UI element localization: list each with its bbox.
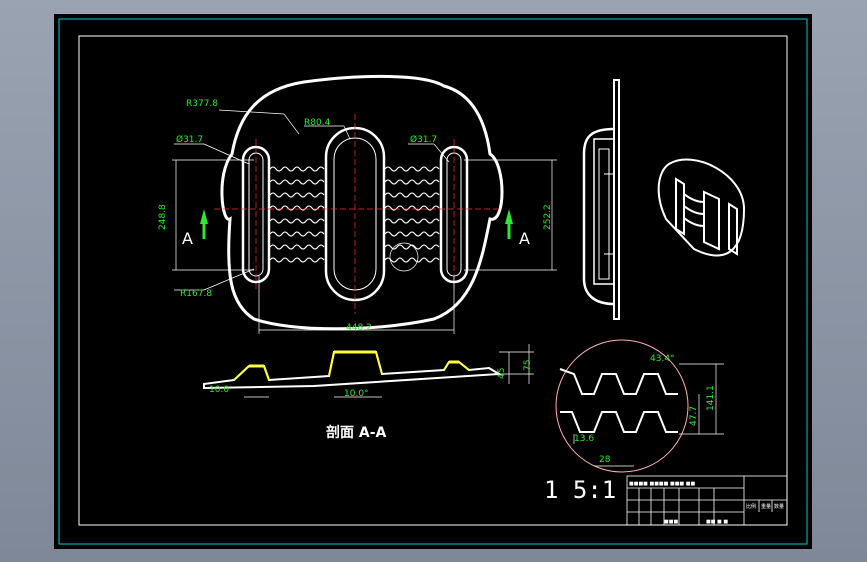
label-section-h45: 45 <box>497 368 507 379</box>
title-cell-scale: 比例 <box>746 503 756 510</box>
label-r167: R167.8 <box>180 289 212 299</box>
wave-line <box>269 166 325 172</box>
section-title: 剖面 A-A <box>326 424 387 441</box>
wave-line <box>384 244 440 250</box>
title-bottom: ■■ ■ ■ <box>706 519 728 525</box>
title-cell-weight: 重量 <box>761 503 771 510</box>
inner-frame <box>78 35 788 526</box>
wave-line <box>269 192 325 198</box>
drawing-svg: R377.8 R80.4 Ø31.7 Ø31.7 R167.8 248.8 25… <box>58 18 808 545</box>
title-row1: ■■■■ ■■■■ ■■■ ■■ <box>629 481 695 487</box>
wave-line <box>269 205 325 211</box>
wave-springs <box>269 166 440 263</box>
label-h248: 248.8 <box>158 204 168 230</box>
label-arrow-right: A <box>519 229 530 248</box>
centerlines <box>214 114 499 314</box>
label-d-13: 13.6 <box>574 434 594 444</box>
wave-line <box>384 166 440 172</box>
label-section-left: 10.0 <box>209 385 229 395</box>
wave-line <box>269 257 325 263</box>
wave-line <box>384 218 440 224</box>
wave-line <box>269 218 325 224</box>
wave-line <box>384 179 440 185</box>
wave-line <box>384 205 440 211</box>
label-h252: 252.2 <box>543 204 553 230</box>
label-w448: 448.2 <box>346 323 372 333</box>
detail-view <box>555 339 724 473</box>
label-d-28: 28 <box>599 455 611 465</box>
label-section-h75: 75 <box>523 360 533 371</box>
label-r80: R80.4 <box>304 118 331 128</box>
label-r31-right: Ø31.7 <box>410 134 437 145</box>
side-view <box>582 79 620 320</box>
title-block <box>626 475 788 526</box>
plan-view <box>220 74 504 331</box>
label-d-47: 47.7 <box>689 406 699 426</box>
label-r377: R377.8 <box>186 99 218 109</box>
outer-frame <box>58 18 808 545</box>
wave-line <box>384 231 440 237</box>
section-view <box>203 344 534 398</box>
dimension-lines <box>172 109 557 334</box>
label-arrow-left: A <box>182 229 193 248</box>
title-sign: ■■■ <box>664 519 678 525</box>
wave-line <box>269 179 325 185</box>
label-section-w: 10.0° <box>344 389 369 399</box>
cad-canvas[interactable]: R377.8 R80.4 Ø31.7 Ø31.7 R167.8 248.8 25… <box>54 14 812 549</box>
label-d-141: 141.1 <box>706 385 716 411</box>
wave-line <box>384 192 440 198</box>
section-arrows <box>200 209 513 239</box>
isometric-view <box>657 158 746 257</box>
wave-line <box>384 257 440 263</box>
label-r31-left: Ø31.7 <box>176 134 203 145</box>
title-cell-qty: 数量 <box>774 503 784 510</box>
label-d-angle: 43.4° <box>650 354 675 364</box>
scale-label: 1 5:1 <box>544 476 616 504</box>
wave-line <box>269 244 325 250</box>
wave-line <box>269 231 325 237</box>
